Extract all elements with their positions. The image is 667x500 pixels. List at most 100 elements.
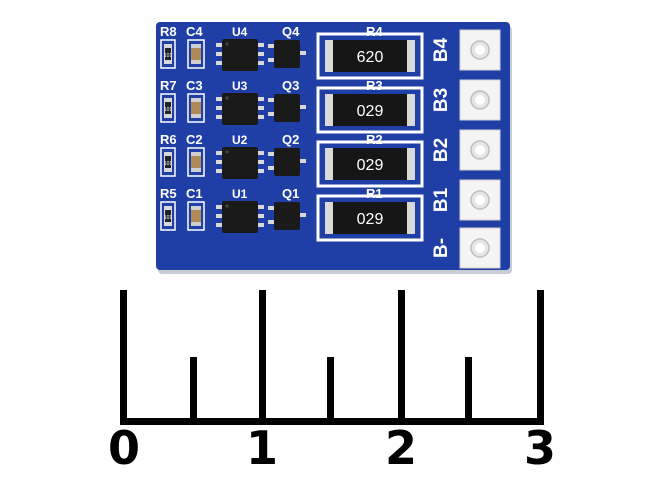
pin-label: B1 <box>431 187 452 212</box>
cap-body <box>191 152 201 172</box>
cap-outline <box>187 147 205 177</box>
transistor-pin <box>268 44 276 48</box>
cap-terminal-top <box>191 152 201 156</box>
transistor-pin <box>298 51 306 55</box>
ic-pin <box>216 43 224 47</box>
small-res-top <box>165 48 171 60</box>
ruler-tick-major-3 <box>537 290 544 425</box>
cap-label: C2 <box>186 132 203 147</box>
resistor-body <box>333 40 407 72</box>
transistor-pin <box>268 206 276 210</box>
ic-pin <box>216 169 224 173</box>
ruler-tick-minor-2 <box>465 357 472 425</box>
transistor-pin <box>268 112 276 116</box>
ic-pin <box>216 151 224 155</box>
pad-hole-center <box>475 195 485 205</box>
resistor-body <box>333 202 407 234</box>
resistor-value: 029 <box>357 157 384 174</box>
pin-pad: B- <box>431 227 501 269</box>
resistor-body <box>333 94 407 126</box>
cap-terminal-bottom <box>191 114 201 118</box>
ic-pin <box>256 214 264 218</box>
transistor-pin <box>268 152 276 156</box>
ruler-tick-minor-0 <box>190 357 197 425</box>
transistor-pin <box>268 220 276 224</box>
ruler <box>120 290 544 425</box>
small-res-outline <box>160 147 176 177</box>
cap-outline <box>187 39 205 69</box>
ruler-tick-major-1 <box>259 290 266 425</box>
ic-pin <box>216 115 224 119</box>
cap-terminal-bottom <box>191 168 201 172</box>
cap-body <box>191 206 201 226</box>
resistor-label: R3 <box>366 78 383 93</box>
cap-terminal-top <box>191 44 201 48</box>
ic-body <box>222 147 258 179</box>
ruler-number-1: 1 <box>245 421 279 475</box>
resistor-value: 029 <box>357 103 384 120</box>
ic-body <box>222 201 258 233</box>
pad-hole-center <box>475 243 485 253</box>
pin-pad: B2 <box>431 129 501 171</box>
ic-label: U4 <box>232 25 248 39</box>
small-res-value: 101 <box>164 161 173 167</box>
transistor-body <box>274 202 300 230</box>
ic-pin <box>256 115 264 119</box>
ic-dot <box>225 204 229 208</box>
cap-terminal-bottom <box>191 222 201 226</box>
small-res-outline <box>160 39 176 69</box>
transistor-label: Q4 <box>282 24 300 39</box>
transistor-label: Q2 <box>282 132 299 147</box>
cap-terminal-top <box>191 206 201 210</box>
small-res-top <box>165 102 171 114</box>
resistor-frame <box>316 194 424 242</box>
transistor-label: Q1 <box>282 186 299 201</box>
ic-label: U2 <box>232 133 248 147</box>
pin-label: B2 <box>431 138 452 162</box>
pad-hole-center <box>475 95 485 105</box>
ruler-number-2: 2 <box>384 421 418 475</box>
ic-pin <box>256 223 264 227</box>
transistor-pin <box>268 98 276 102</box>
ic-pin <box>216 214 224 218</box>
small-res-value: 101 <box>164 215 173 221</box>
ic-body <box>222 93 258 125</box>
transistor-body <box>274 148 300 176</box>
pad-hole-center <box>475 145 485 155</box>
resistor-label: R2 <box>366 132 383 147</box>
ic-pin <box>216 61 224 65</box>
transistor-pin <box>298 213 306 217</box>
small-res-outline <box>160 201 176 231</box>
transistor-pin <box>268 58 276 62</box>
small-res-outline <box>160 93 176 123</box>
ic-pin <box>256 61 264 65</box>
resistor-value: 029 <box>357 211 384 228</box>
pin-pad: B3 <box>431 79 501 121</box>
ic-label: U3 <box>232 79 248 93</box>
ic-pin <box>216 106 224 110</box>
ic-pin <box>216 205 224 209</box>
resistor-body <box>333 148 407 180</box>
ic-pin <box>256 43 264 47</box>
resistor-frame <box>316 86 424 134</box>
ic-pin <box>216 223 224 227</box>
small-res-top <box>165 210 171 222</box>
pin-pad: B1 <box>431 179 501 221</box>
transistor-label: Q3 <box>282 78 299 93</box>
small-res-label: R5 <box>160 186 177 201</box>
ic-pin <box>256 106 264 110</box>
cap-label: C4 <box>186 24 203 39</box>
ic-dot <box>225 42 229 46</box>
resistor-frame <box>316 140 424 188</box>
cap-label: C1 <box>186 186 203 201</box>
cap-outline <box>187 93 205 123</box>
transistor-body <box>274 40 300 68</box>
cap-terminal-top <box>191 98 201 102</box>
